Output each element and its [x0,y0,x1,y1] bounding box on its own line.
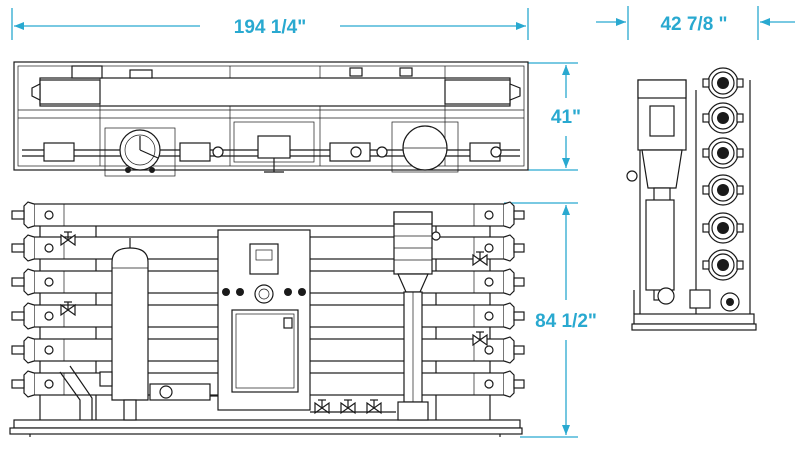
dimension-overall-width: 42 7/8 " [596,6,795,40]
side-view [626,67,757,331]
cartridge-filter-top [104,127,176,177]
cartridge-filter-housing [111,238,149,421]
dimension-overall-height: 84 1/2" [504,202,597,438]
control-panel [217,229,311,411]
front-view [9,201,525,437]
overall-width-label: 42 7/8 " [660,14,727,35]
dimension-overall-length: 194 1/4" [11,8,529,40]
dimension-top-depth: 41" [528,62,581,171]
high-pressure-pump [393,211,441,421]
overall-height-label: 84 1/2" [535,311,597,332]
pump-motor-top [391,121,459,173]
top-view [13,61,529,177]
top-depth-label: 41" [551,107,581,128]
overall-length-label: 194 1/4" [234,17,306,38]
